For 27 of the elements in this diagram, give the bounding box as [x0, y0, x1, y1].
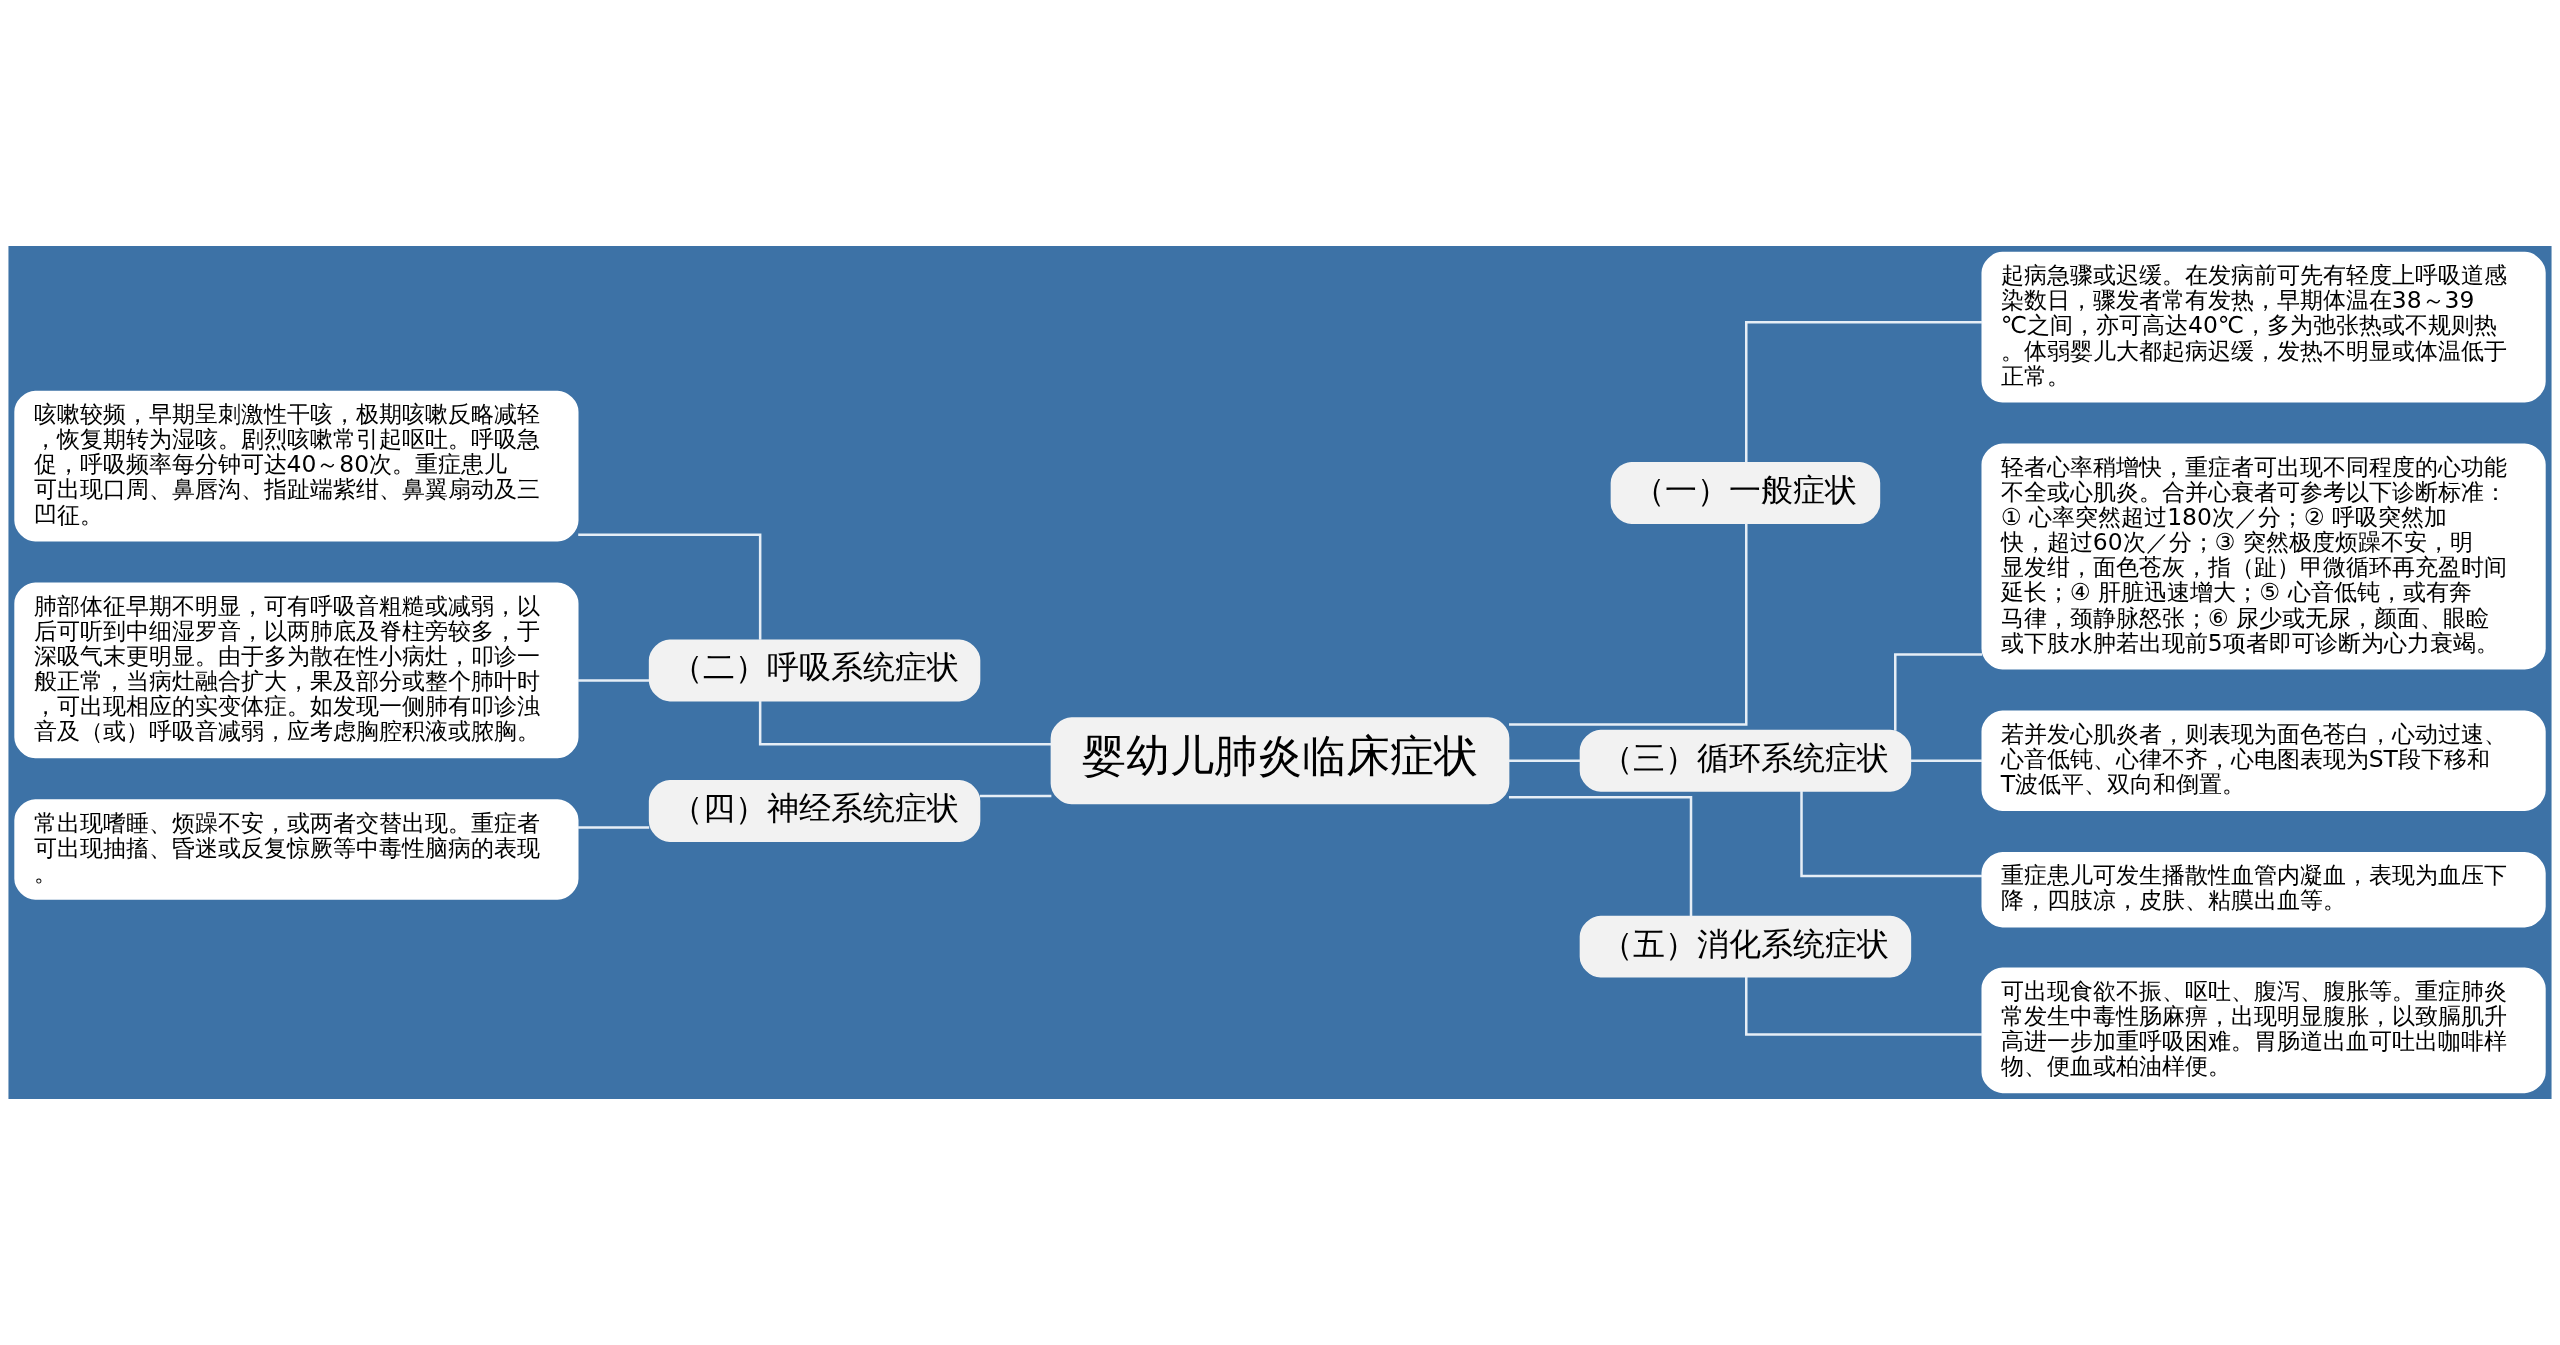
node-box: 可出现食欲不振、呕吐、腹泻、腹胀等。重症肺炎常发生中毒性肠麻痹，出现明显腹胀，以致膈肌升高进一步加重呼吸困难。胃肠道出血可吐出咖啡样物、便血或柏油样便。 — [1981, 967, 2546, 1094]
connector — [578, 533, 762, 640]
connector — [979, 794, 1052, 798]
node-box: 肺部体征早期不明显，可有呼吸音粗糙或减弱，以后可听到中细湿罗音，以两肺底及脊柱旁较多，于深吸气末更明显。由于多为散在性小病灶，叩诊一般正常，当病灶融合扩大，果及部分或整个肺叶时，可出现相应的实变体症。如发现一侧肺有叩诊浊音及（或）呼吸音减弱，应考虑胸腔积液或脓胸。 — [14, 582, 579, 759]
connector — [1508, 759, 1581, 763]
connector — [758, 700, 1052, 746]
connector — [1745, 976, 1983, 1036]
node-box: （五）消化系统症状 — [1579, 915, 1912, 978]
connector — [1894, 653, 1983, 731]
node-box: 咳嗽较频，早期呈刺激性干咳，极期咳嗽反略减轻，恢复期转为湿咳。剧烈咳嗽常引起呕吐。呼吸急促，呼吸频率每分钟可达40～80次。重症患儿可出现口周、鼻唇沟、指趾端紫绀、鼻翼扇动及三凹征。 — [14, 390, 579, 542]
node-box: （四）神经系统症状 — [648, 780, 981, 842]
node-box: （二）呼吸系统症状 — [648, 639, 981, 702]
node-box: 若并发心肌炎者，则表现为面色苍白，心动过速、心音低钝、心律不齐，心电图表现为ST段下移和T波低平、双向和倒置。 — [1981, 710, 2546, 812]
node-box: （一）一般症状 — [1610, 461, 1881, 524]
connector — [1800, 791, 1983, 878]
node-box: 轻者心率稍增快，重症者可出现不同程度的心功能不全或心肌炎。合并心衰者可参考以下诊断标准：① 心率突然超过180次／分；② 呼吸突然加快，超过60次／分；③ 突然极度烦躁不安，明显发绀，面色苍灰，指（趾）甲微循环再充盈时间延长；④ 肝脏迅速增大；⑤ 心音低钝，或有奔马律，颈静脉怒张；⑥ 尿少或无尿，颜面、眼睑或下肢水肿若出现前5项者即可诊断为心力衰竭。 — [1981, 443, 2546, 670]
connector — [577, 679, 650, 682]
node-box: （三）循环系统症状 — [1579, 729, 1912, 792]
node-box: 起病急骤或迟缓。在发病前可先有轻度上呼吸道感染数日，骤发者常有发热，早期体温在38～39℃之间，亦可高达40℃，多为弛张热或不规则热。体弱婴儿大都起病迟缓，发热不明显或体温低于正常。 — [1981, 251, 2546, 403]
connector — [1745, 320, 1983, 463]
connector — [577, 826, 650, 829]
node-box: 常出现嗜睡、烦躁不安，或两者交替出现。重症者可出现抽搐、昏迷或反复惊厥等中毒性脑病的表现。 — [14, 799, 579, 900]
connector — [1508, 795, 1693, 917]
node-box: 婴幼儿肺炎临床症状 — [1050, 717, 1510, 805]
node-box: 重症患儿可发生播散性血管内凝血，表现为血压下降，四肢凉，皮肤、粘膜出血等。 — [1981, 852, 2546, 928]
connector — [1509, 523, 1748, 726]
connector — [1910, 759, 1983, 763]
